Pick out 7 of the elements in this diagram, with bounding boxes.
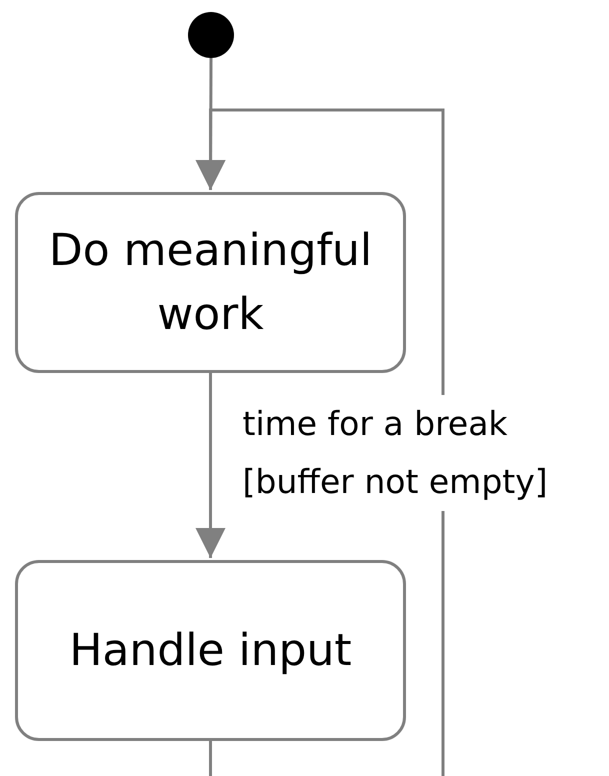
action-text: Do meaningful work [48,224,374,342]
initial-node [188,12,234,58]
action-box [15,560,406,741]
action-text: Handle input [68,624,353,678]
action-box [15,192,406,373]
arrow [196,373,226,558]
line [209,741,212,776]
